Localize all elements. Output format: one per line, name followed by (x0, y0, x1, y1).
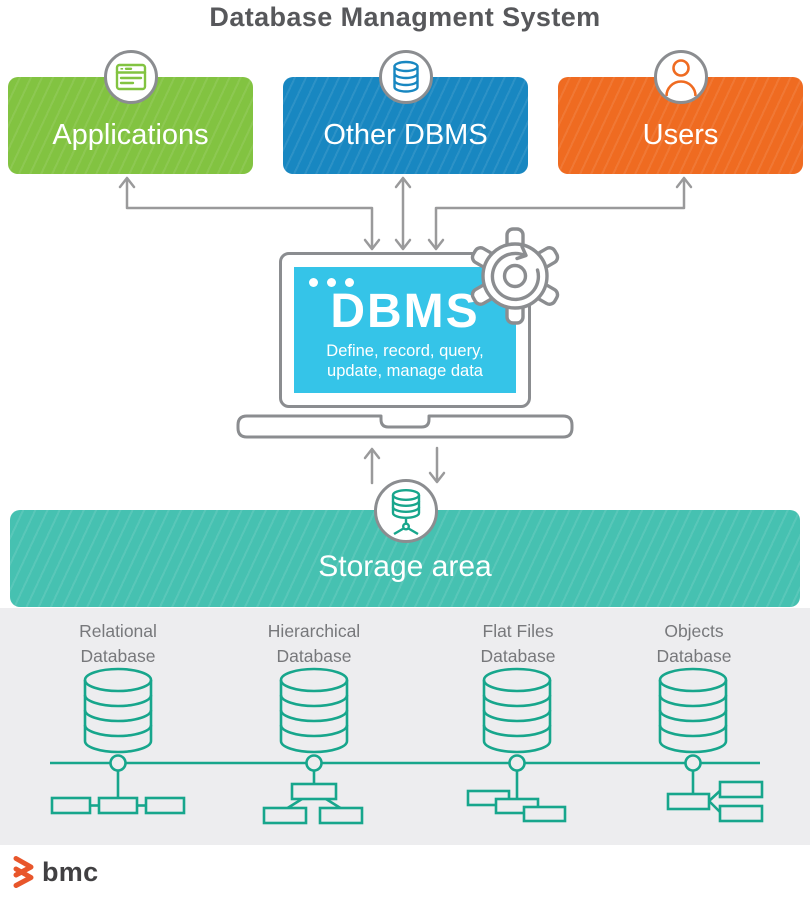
user-icon (664, 59, 697, 97)
objects-node (684, 754, 702, 772)
bmc-logo-text: bmc (42, 856, 99, 887)
hierarchical-cylinder-icon (279, 667, 349, 754)
objects-database-label: Objects Database (656, 621, 732, 666)
flat-files-structure (466, 770, 567, 823)
hierarchical-structure (262, 770, 364, 825)
dbms-subtitle-line2: update, manage data (327, 362, 483, 381)
bmc-logo: bmc (12, 855, 98, 889)
applications-icon-circle (103, 50, 158, 104)
bmc-chevron-icon (13, 856, 34, 888)
users-label: Users (642, 119, 719, 151)
dbms-heading: DBMS (330, 285, 480, 338)
arrow-storage-up (363, 447, 381, 485)
users-icon-circle (653, 50, 708, 104)
laptop-base (236, 414, 574, 439)
storage-icon-circle (374, 479, 438, 543)
objects-cylinder-icon (658, 667, 728, 754)
storage-area-label: Storage area (318, 549, 492, 583)
applications-label: Applications (52, 119, 209, 151)
arrow-other-dbms-double (394, 176, 412, 251)
hierarchical-database-label: Hierarchical Database (267, 621, 361, 666)
dbms-subtitle: Define, record, query, update, manage da… (294, 341, 516, 381)
gear-sync-icon (470, 227, 560, 325)
flat-files-cylinder-icon (482, 667, 552, 754)
database-types-band: Relational Database Hierarchical Databas… (0, 608, 810, 845)
dbms-subtitle-line1: Define, record, query, (326, 342, 484, 360)
flat-files-node (508, 754, 526, 772)
other-dbms-icon-circle (378, 50, 433, 104)
relational-node (109, 754, 127, 772)
database-icon (392, 60, 419, 93)
sync-arrow (490, 244, 541, 302)
users-box: Users (558, 50, 803, 174)
applications-box: Applications (8, 50, 253, 174)
arrow-storage-down (428, 446, 446, 484)
storage-database-icon (391, 488, 421, 535)
relational-structure (50, 770, 186, 815)
arrow-applications-elbow (118, 176, 381, 251)
other-dbms-label: Other DBMS (323, 119, 488, 151)
objects-structure (666, 770, 764, 823)
other-dbms-box: Other DBMS (283, 50, 528, 174)
page-title: Database Managment System (209, 2, 601, 32)
flat-files-database-label: Flat Files Database (480, 621, 556, 666)
hierarchical-node (305, 754, 323, 772)
relational-database-label: Relational Database (79, 621, 157, 666)
browser-window-icon (115, 63, 146, 91)
relational-cylinder-icon (83, 667, 153, 754)
screen-dots-icon (309, 278, 516, 287)
